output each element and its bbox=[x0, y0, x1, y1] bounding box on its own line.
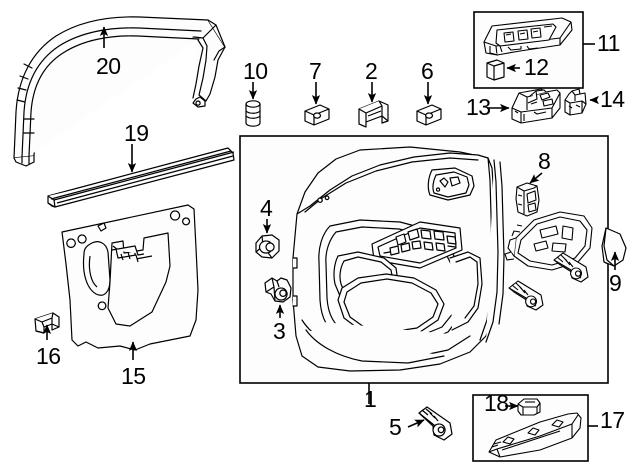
callout-label-20: 20 bbox=[96, 53, 121, 79]
leader-8 bbox=[529, 172, 543, 184]
part-hex-flange-bolt bbox=[418, 406, 453, 441]
callout-label-9: 9 bbox=[609, 270, 622, 296]
part-retainer-clip-square bbox=[358, 100, 389, 128]
callout-label-8: 8 bbox=[538, 148, 551, 174]
callout-label-19: 19 bbox=[124, 120, 149, 146]
callout-leaders bbox=[42, 26, 620, 428]
part-hex-nut bbox=[255, 234, 280, 259]
part-door-trim-panel-assembly bbox=[292, 146, 505, 372]
callout-label-10: 10 bbox=[243, 58, 268, 84]
part-water-deflector-shield bbox=[61, 204, 199, 351]
callout-label-4: 4 bbox=[260, 195, 273, 221]
callout-label-18: 18 bbox=[484, 390, 509, 416]
part-deflector-retainer-clip bbox=[34, 312, 60, 334]
part-inner-belt-weatherstrip bbox=[47, 147, 235, 208]
callout-label-11: 11 bbox=[597, 30, 620, 56]
part-window-switch-bezel-assembly bbox=[483, 17, 573, 56]
callout-label-17: 17 bbox=[600, 407, 625, 433]
part-lower-trim-molding-assembly bbox=[488, 412, 582, 458]
callout-label-5: 5 bbox=[389, 414, 402, 440]
part-retainer-clip-flat bbox=[416, 104, 442, 126]
callout-label-15: 15 bbox=[121, 363, 146, 389]
part-lower-panel-speaker-grille bbox=[504, 211, 593, 271]
part-molding-retainer-clip bbox=[517, 398, 541, 416]
callout-label-7: 7 bbox=[309, 58, 322, 84]
callout-label-14: 14 bbox=[600, 86, 625, 112]
callout-label-3: 3 bbox=[273, 318, 286, 344]
callout-label-13: 13 bbox=[466, 94, 491, 120]
part-door-lock-switch bbox=[515, 182, 540, 217]
callout-label-1: 1 bbox=[364, 386, 377, 412]
callout-label-6: 6 bbox=[421, 58, 434, 84]
part-bushing-grommet bbox=[245, 100, 261, 127]
callout-label-2: 2 bbox=[365, 58, 378, 84]
part-master-window-switch bbox=[511, 88, 561, 124]
callout-label-12: 12 bbox=[524, 54, 549, 80]
part-bolt-b bbox=[553, 252, 589, 283]
leader-5 bbox=[407, 419, 425, 428]
part-window-frame-run-channel bbox=[13, 16, 226, 167]
part-screw-shoulder-bolt bbox=[264, 277, 292, 303]
part-retainer-clip-flat-small bbox=[304, 104, 330, 126]
callout-label-16: 16 bbox=[36, 343, 61, 369]
part-bezel-retainer-clip bbox=[486, 59, 505, 81]
part-bolt-a bbox=[508, 280, 544, 311]
part-mirror-control-switch bbox=[564, 88, 587, 116]
